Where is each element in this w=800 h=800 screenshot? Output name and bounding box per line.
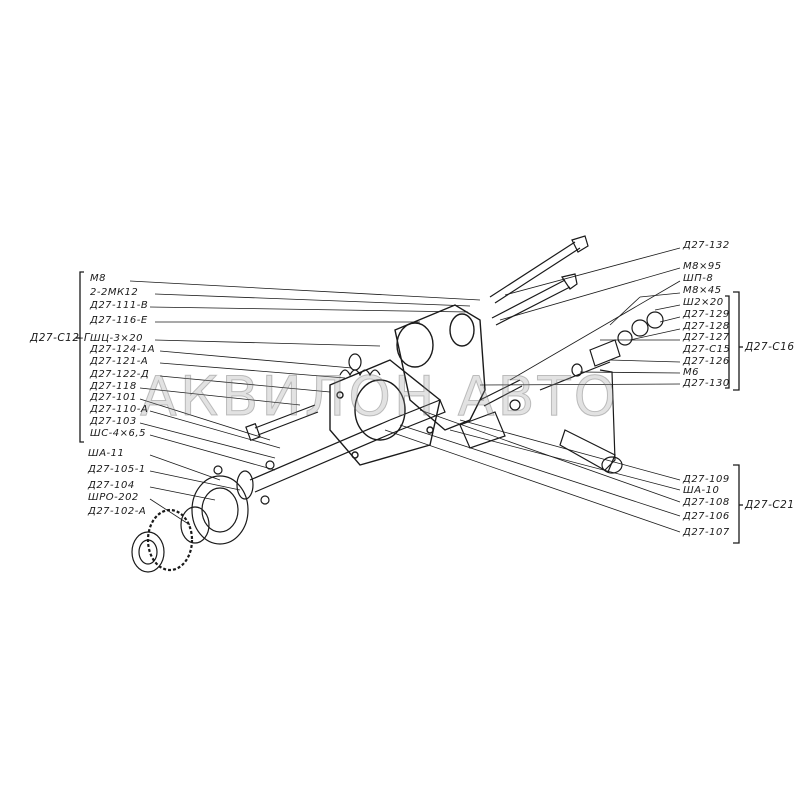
part-label: Д27-132 bbox=[683, 240, 730, 251]
part-label: Д27-109 bbox=[683, 474, 730, 485]
drive-shaft bbox=[249, 399, 446, 493]
pump-housing bbox=[329, 304, 486, 466]
valve-parts bbox=[459, 311, 664, 449]
group-label-d27-c21: Д27-С21 bbox=[745, 499, 795, 511]
part-label: ШП-8 bbox=[683, 273, 714, 284]
part-label: Д27-116-Е bbox=[90, 315, 148, 326]
part-label: Д27-124-1А bbox=[90, 344, 156, 355]
part-label: ША-10 bbox=[683, 485, 720, 496]
part-label: Д27-129 bbox=[683, 309, 730, 320]
part-label: М8×95 bbox=[683, 261, 722, 272]
group-label-d27-c16: Д27-С16 bbox=[745, 341, 795, 353]
bolts bbox=[245, 235, 611, 442]
part-label: Д27-130 bbox=[683, 378, 730, 389]
part-label: ШС-4×6,5 bbox=[90, 428, 146, 439]
part-label: Д27-128 bbox=[683, 321, 730, 332]
part-label: Ш2×20 bbox=[683, 297, 724, 308]
part-label: Д27-110-А bbox=[90, 404, 149, 415]
part-label: 2-2МК12 bbox=[90, 287, 139, 298]
part-label: Д27-127 bbox=[683, 332, 730, 343]
lever-arm bbox=[559, 369, 623, 474]
part-label: ШРО-202 bbox=[88, 492, 139, 503]
leader-lines bbox=[129, 247, 681, 533]
part-label: Д27-106 bbox=[683, 511, 730, 522]
part-label: Д27-104 bbox=[88, 480, 135, 491]
gear-assembly bbox=[131, 460, 275, 573]
part-label: М8×45 bbox=[683, 285, 722, 296]
watermark: АКВИЛОН АВТО bbox=[139, 365, 620, 429]
part-label: М8 bbox=[90, 273, 106, 284]
part-label: Д27-121-А bbox=[90, 356, 149, 367]
part-label: ША-11 bbox=[88, 448, 125, 459]
part-label: Д27-С15 bbox=[683, 344, 731, 355]
part-label: Д27-103 bbox=[90, 416, 137, 427]
group-label-d27-c12-g: Д27-С12-Г bbox=[30, 332, 91, 344]
part-label: Д27-105-1 bbox=[88, 464, 146, 475]
part-label: Д27-118 bbox=[90, 381, 137, 392]
spring-assembly bbox=[339, 353, 381, 377]
part-label: Д27-111-В bbox=[90, 300, 149, 311]
part-label: Д27-126 bbox=[683, 356, 730, 367]
part-label: Д27-107 bbox=[683, 527, 730, 538]
part-label: М6 bbox=[683, 367, 699, 378]
part-label: ШЦ-3×20 bbox=[90, 333, 144, 344]
part-label: Д27-122-Д bbox=[90, 369, 150, 380]
part-label: Д27-102-А bbox=[88, 506, 147, 517]
group-brackets bbox=[76, 271, 743, 544]
part-label: Д27-108 bbox=[683, 497, 730, 508]
part-label: Д27-101 bbox=[90, 392, 137, 403]
